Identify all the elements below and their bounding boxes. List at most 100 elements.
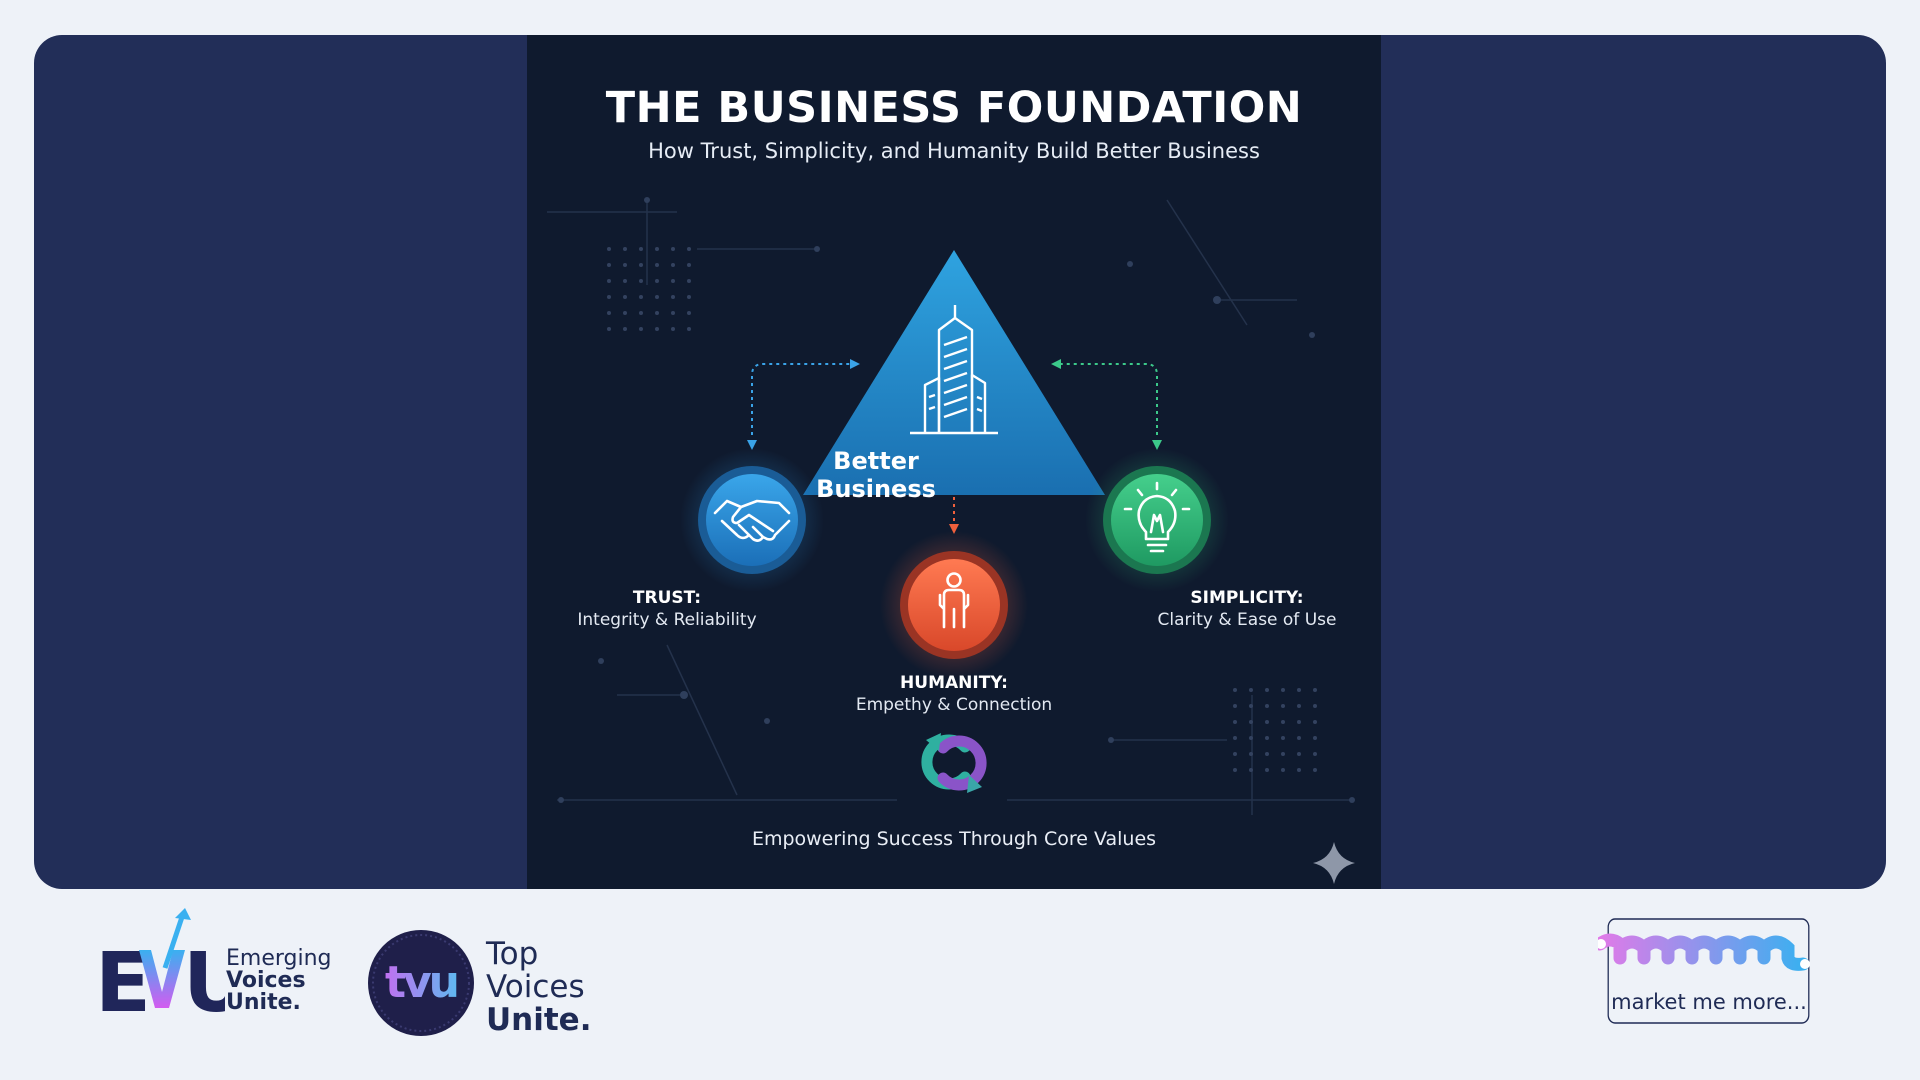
grid-dot xyxy=(671,295,675,299)
cycle-arrowhead-bottom xyxy=(967,775,982,793)
grid-dot xyxy=(1297,768,1301,772)
grid-dot xyxy=(1281,720,1285,724)
lightbulb-icon xyxy=(1123,481,1191,553)
trust-label: TRUST: Integrity & Reliability xyxy=(567,588,767,630)
grid-dot xyxy=(1297,688,1301,692)
grid-dot xyxy=(1233,752,1237,756)
grid-dot xyxy=(1281,768,1285,772)
evu-line3: Unite. xyxy=(226,990,301,1015)
grid-dot xyxy=(607,263,611,267)
humanity-detail: Empethy & Connection xyxy=(855,695,1053,715)
grid-dot xyxy=(1297,720,1301,724)
better-business-triangle xyxy=(803,250,1105,495)
grid-dot xyxy=(1233,704,1237,708)
trust-heading: TRUST: xyxy=(632,588,702,608)
mmm-mark xyxy=(1598,918,1810,1024)
simplicity-detail: Clarity & Ease of Use xyxy=(1157,610,1337,630)
cycle-arrowhead-top xyxy=(926,733,941,751)
grid-dot xyxy=(671,247,675,251)
grid-dot xyxy=(1313,768,1317,772)
building-icon xyxy=(910,305,998,435)
grid-dot xyxy=(655,263,659,267)
grid-dot xyxy=(639,247,643,251)
poster-graphics xyxy=(547,197,1355,884)
tvu-logo: tvu Top Voices Unite. xyxy=(368,928,592,1038)
dot-grid-left xyxy=(607,247,691,331)
grid-dot xyxy=(1233,688,1237,692)
handshake-icon xyxy=(713,499,791,542)
grid-dot xyxy=(1281,752,1285,756)
grid-dot xyxy=(1233,768,1237,772)
poster-subtitle: How Trust, Simplicity, and Humanity Buil… xyxy=(648,139,1260,163)
grid-dot xyxy=(1281,704,1285,708)
evu-mark: E U xyxy=(95,908,225,1018)
grid-dot xyxy=(1265,752,1269,756)
grid-dot xyxy=(623,263,627,267)
grid-dot xyxy=(655,327,659,331)
grid-dot xyxy=(1281,688,1285,692)
grid-dot xyxy=(1265,736,1269,740)
humanity-heading: HUMANITY: xyxy=(900,673,1008,693)
poster-footer: Empowering Success Through Core Values xyxy=(751,828,1157,850)
grid-dot xyxy=(639,311,643,315)
grid-dot xyxy=(1313,720,1317,724)
grid-dot xyxy=(1249,752,1253,756)
grid-dot xyxy=(607,247,611,251)
cycle-arrows-icon xyxy=(921,734,987,791)
grid-dot xyxy=(623,311,627,315)
trust-detail: Integrity & Reliability xyxy=(577,610,757,630)
grid-dot xyxy=(655,295,659,299)
evu-logo: E U Emerging Voices Unite. xyxy=(95,908,355,1018)
grid-dot xyxy=(1265,720,1269,724)
grid-dot xyxy=(607,279,611,283)
grid-dot xyxy=(687,247,691,251)
evu-line2: Voices xyxy=(226,968,306,993)
simplicity-heading: SIMPLICITY: xyxy=(1190,588,1304,608)
grid-dot xyxy=(1233,736,1237,740)
tvu-line1: Top xyxy=(486,936,539,972)
grid-dot xyxy=(607,311,611,315)
circuit-lines xyxy=(547,199,1352,815)
grid-dot xyxy=(1297,752,1301,756)
svg-text:E: E xyxy=(95,936,146,1018)
grid-dot xyxy=(607,327,611,331)
evu-wordmark: Emerging Voices Unite. xyxy=(226,948,332,1014)
grid-dot xyxy=(655,247,659,251)
poster-title: THE BUSINESS FOUNDATION xyxy=(605,83,1303,133)
grid-dot xyxy=(671,279,675,283)
grid-dot xyxy=(1249,688,1253,692)
connector-trust xyxy=(751,363,852,435)
grid-dot xyxy=(1313,704,1317,708)
grid-dot xyxy=(623,295,627,299)
tvu-line3: Unite. xyxy=(486,1002,592,1038)
arrowhead-simplicity-down xyxy=(1152,440,1162,450)
grid-dot xyxy=(1297,736,1301,740)
grid-dot xyxy=(687,263,691,267)
tvu-line2: Voices xyxy=(486,969,585,1005)
grid-dot xyxy=(671,327,675,331)
grid-dot xyxy=(607,295,611,299)
arrowhead-humanity xyxy=(949,524,959,534)
circuit-nodes xyxy=(558,197,1355,803)
grid-dot xyxy=(655,279,659,283)
grid-dot xyxy=(639,295,643,299)
grid-dot xyxy=(1249,768,1253,772)
tvu-mark: tvu xyxy=(368,930,474,1036)
grid-dot xyxy=(671,263,675,267)
arrowhead-trust-top xyxy=(850,359,860,369)
grid-dot xyxy=(639,279,643,283)
connector-simplicity xyxy=(1059,363,1158,435)
grid-dot xyxy=(1313,752,1317,756)
grid-dot xyxy=(1265,704,1269,708)
arrowhead-trust-down xyxy=(747,440,757,450)
mmm-logo: market me more... xyxy=(1598,918,1820,1028)
grid-dot xyxy=(1249,736,1253,740)
grid-dot xyxy=(1249,720,1253,724)
grid-dot xyxy=(655,311,659,315)
svg-text:tvu: tvu xyxy=(385,957,457,1008)
evu-line1: Emerging xyxy=(226,946,332,971)
grid-dot xyxy=(1249,704,1253,708)
grid-dot xyxy=(1265,768,1269,772)
grid-dot xyxy=(1297,704,1301,708)
grid-dot xyxy=(623,327,627,331)
